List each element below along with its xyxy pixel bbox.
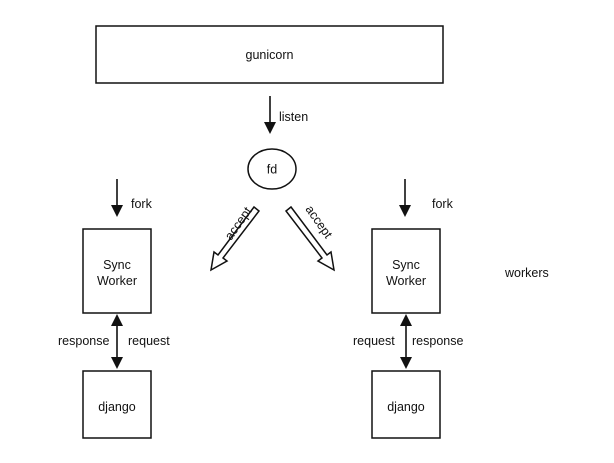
worker-left-line2: Worker xyxy=(97,274,137,288)
fork-arrow-left xyxy=(111,179,123,217)
fd-node: fd xyxy=(247,148,297,190)
worker-left-line1: Sync xyxy=(103,258,131,272)
fork-label-left: fork xyxy=(131,197,153,211)
django-label-left: django xyxy=(98,400,136,414)
listen-label: listen xyxy=(279,110,308,124)
django-label-right: django xyxy=(387,400,425,414)
django-box-right: django xyxy=(371,370,441,439)
response-label-left: response xyxy=(58,334,109,348)
worker-right-line1: Sync xyxy=(392,258,420,272)
workers-label: workers xyxy=(504,266,549,280)
fd-label: fd xyxy=(267,163,277,177)
listen-arrow xyxy=(264,96,276,134)
request-label-left: request xyxy=(128,334,170,348)
sync-worker-box-right: Sync Worker xyxy=(371,228,441,314)
request-response-arrow-right xyxy=(400,314,412,369)
gunicorn-label: gunicorn xyxy=(246,48,294,62)
request-response-arrow-left xyxy=(111,314,123,369)
response-label-right: response xyxy=(412,334,463,348)
worker-right-line2: Worker xyxy=(386,274,426,288)
sync-worker-box-left: Sync Worker xyxy=(82,228,152,314)
fork-arrow-right xyxy=(399,179,411,217)
accept-arrow-left xyxy=(210,205,261,272)
django-box-left: django xyxy=(82,370,152,439)
fork-label-right: fork xyxy=(432,197,454,211)
gunicorn-box: gunicorn xyxy=(95,25,444,84)
accept-arrow-right xyxy=(284,205,335,272)
request-label-right: request xyxy=(353,334,395,348)
